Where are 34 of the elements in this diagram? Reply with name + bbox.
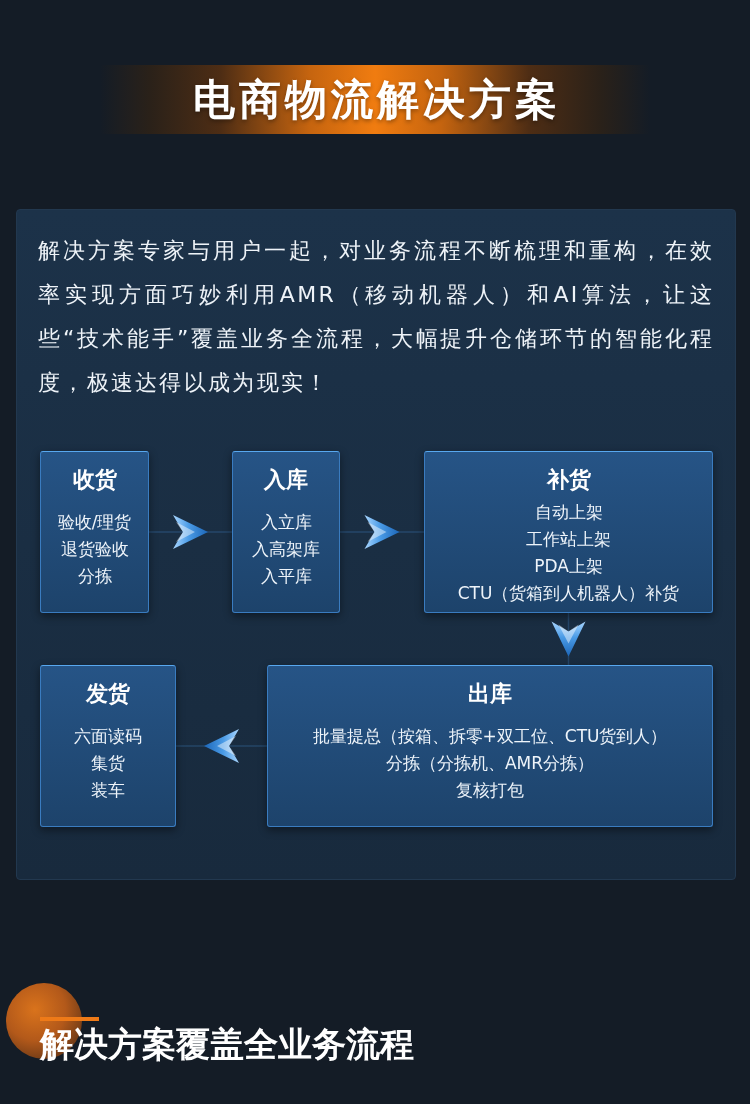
- section-heading: 解决方案覆盖全业务流程: [40, 1024, 414, 1064]
- step-item: 工作站上架: [526, 528, 611, 551]
- step-item: 入高架库: [252, 538, 320, 561]
- step-item: 退货验收: [60, 538, 129, 561]
- step-item: 验收/理货: [57, 511, 132, 534]
- title: 电商物流解决方案: [192, 75, 561, 125]
- step-item: 集货: [91, 752, 125, 775]
- step-item: 分拣（分拣机、AMR分拣）: [385, 752, 595, 775]
- step-item: 批量提总（按箱、拆零+双工位、CTU货到人）: [312, 725, 668, 748]
- step-item: 自动上架: [534, 501, 603, 524]
- step-item: PDA上架: [534, 555, 603, 578]
- process-box: [40, 665, 176, 827]
- process-box: [424, 451, 713, 613]
- arrow: [339, 515, 425, 549]
- step-heading: 出库: [468, 680, 512, 708]
- arrow: [148, 515, 233, 549]
- process-box: [232, 451, 340, 613]
- step-heading: 补货: [546, 466, 591, 494]
- step-item: 分拣: [77, 565, 112, 588]
- process-box: [267, 665, 713, 827]
- arrow: [175, 729, 268, 763]
- step-item: CTU（货箱到人机器人）补货: [457, 582, 680, 605]
- arrow: [551, 612, 586, 666]
- step-heading: 发货: [86, 680, 130, 708]
- step-item: 装车: [91, 779, 125, 802]
- step-item: 入立库: [260, 511, 312, 534]
- process-box: [40, 451, 149, 613]
- step-item: 入平库: [260, 565, 312, 588]
- intro-paragraph: 解决方案专家与用户一起，对业务流程不断梳理和重构，在效率实现方面巧妙利用AMR（移动机器人）和AI算法，让这些“技术能手”覆盖业务全流程，大幅提升仓储环节的智能化程度，极速达得以成为现实！: [38, 237, 714, 397]
- step-item: 复核打包: [456, 779, 524, 802]
- step-heading: 入库: [264, 466, 308, 494]
- step-heading: 收货: [72, 466, 117, 494]
- step-item: 六面读码: [74, 725, 142, 748]
- content-panel: [16, 209, 736, 880]
